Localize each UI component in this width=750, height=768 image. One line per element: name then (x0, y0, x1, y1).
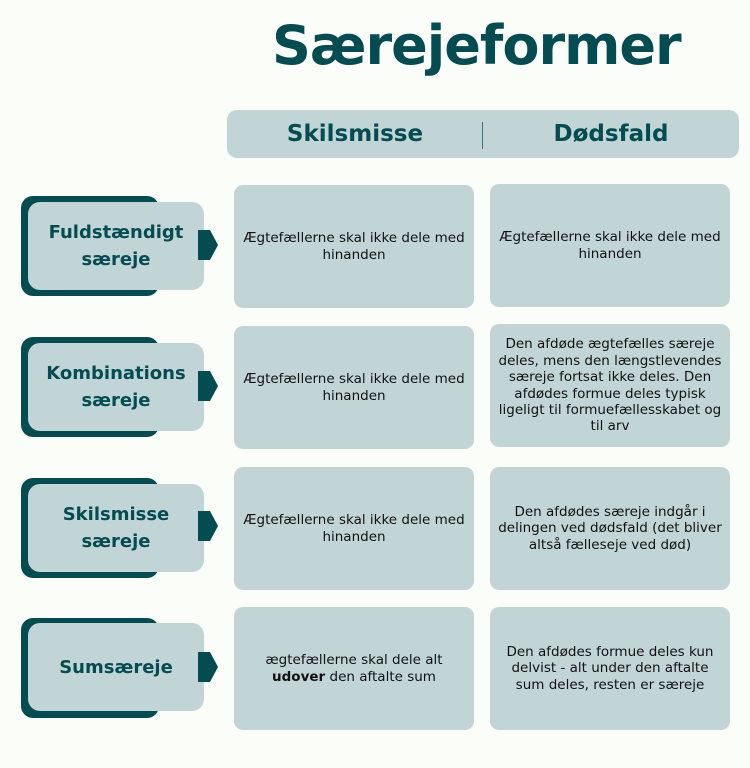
cell-dodsfald: Den afdødes særeje indgår i delingen ved… (490, 467, 730, 590)
arrow-right-icon (198, 230, 218, 260)
cell-dodsfald: Den afdødes formue deles kun delvist - a… (490, 607, 730, 730)
column-header-bar: Skilsmisse Dødsfald (227, 110, 739, 158)
arrow-right-icon (198, 511, 218, 541)
column-header-skilsmisse: Skilsmisse (286, 121, 424, 147)
cell-dodsfald: Den afdøde ægtefælles særeje deles, mens… (490, 324, 730, 447)
arrow-right-icon (198, 371, 218, 401)
cell-skilsmisse: Ægtefællerne skal ikke dele med hinanden (234, 185, 474, 308)
cell-skilsmisse: Ægtefællerne skal ikke dele med hinanden (234, 467, 474, 590)
column-divider (482, 122, 483, 149)
arrow-right-icon (198, 652, 218, 682)
cell-skilsmisse: Ægtefællerne skal ikke dele med hinanden (234, 326, 474, 449)
column-header-dodsfald: Dødsfald (553, 121, 669, 147)
cell-dodsfald: Ægtefællerne skal ikke dele med hinanden (490, 184, 730, 307)
row-label: Sumsæreje (28, 623, 204, 711)
page-title: Særejeformer (272, 14, 682, 77)
